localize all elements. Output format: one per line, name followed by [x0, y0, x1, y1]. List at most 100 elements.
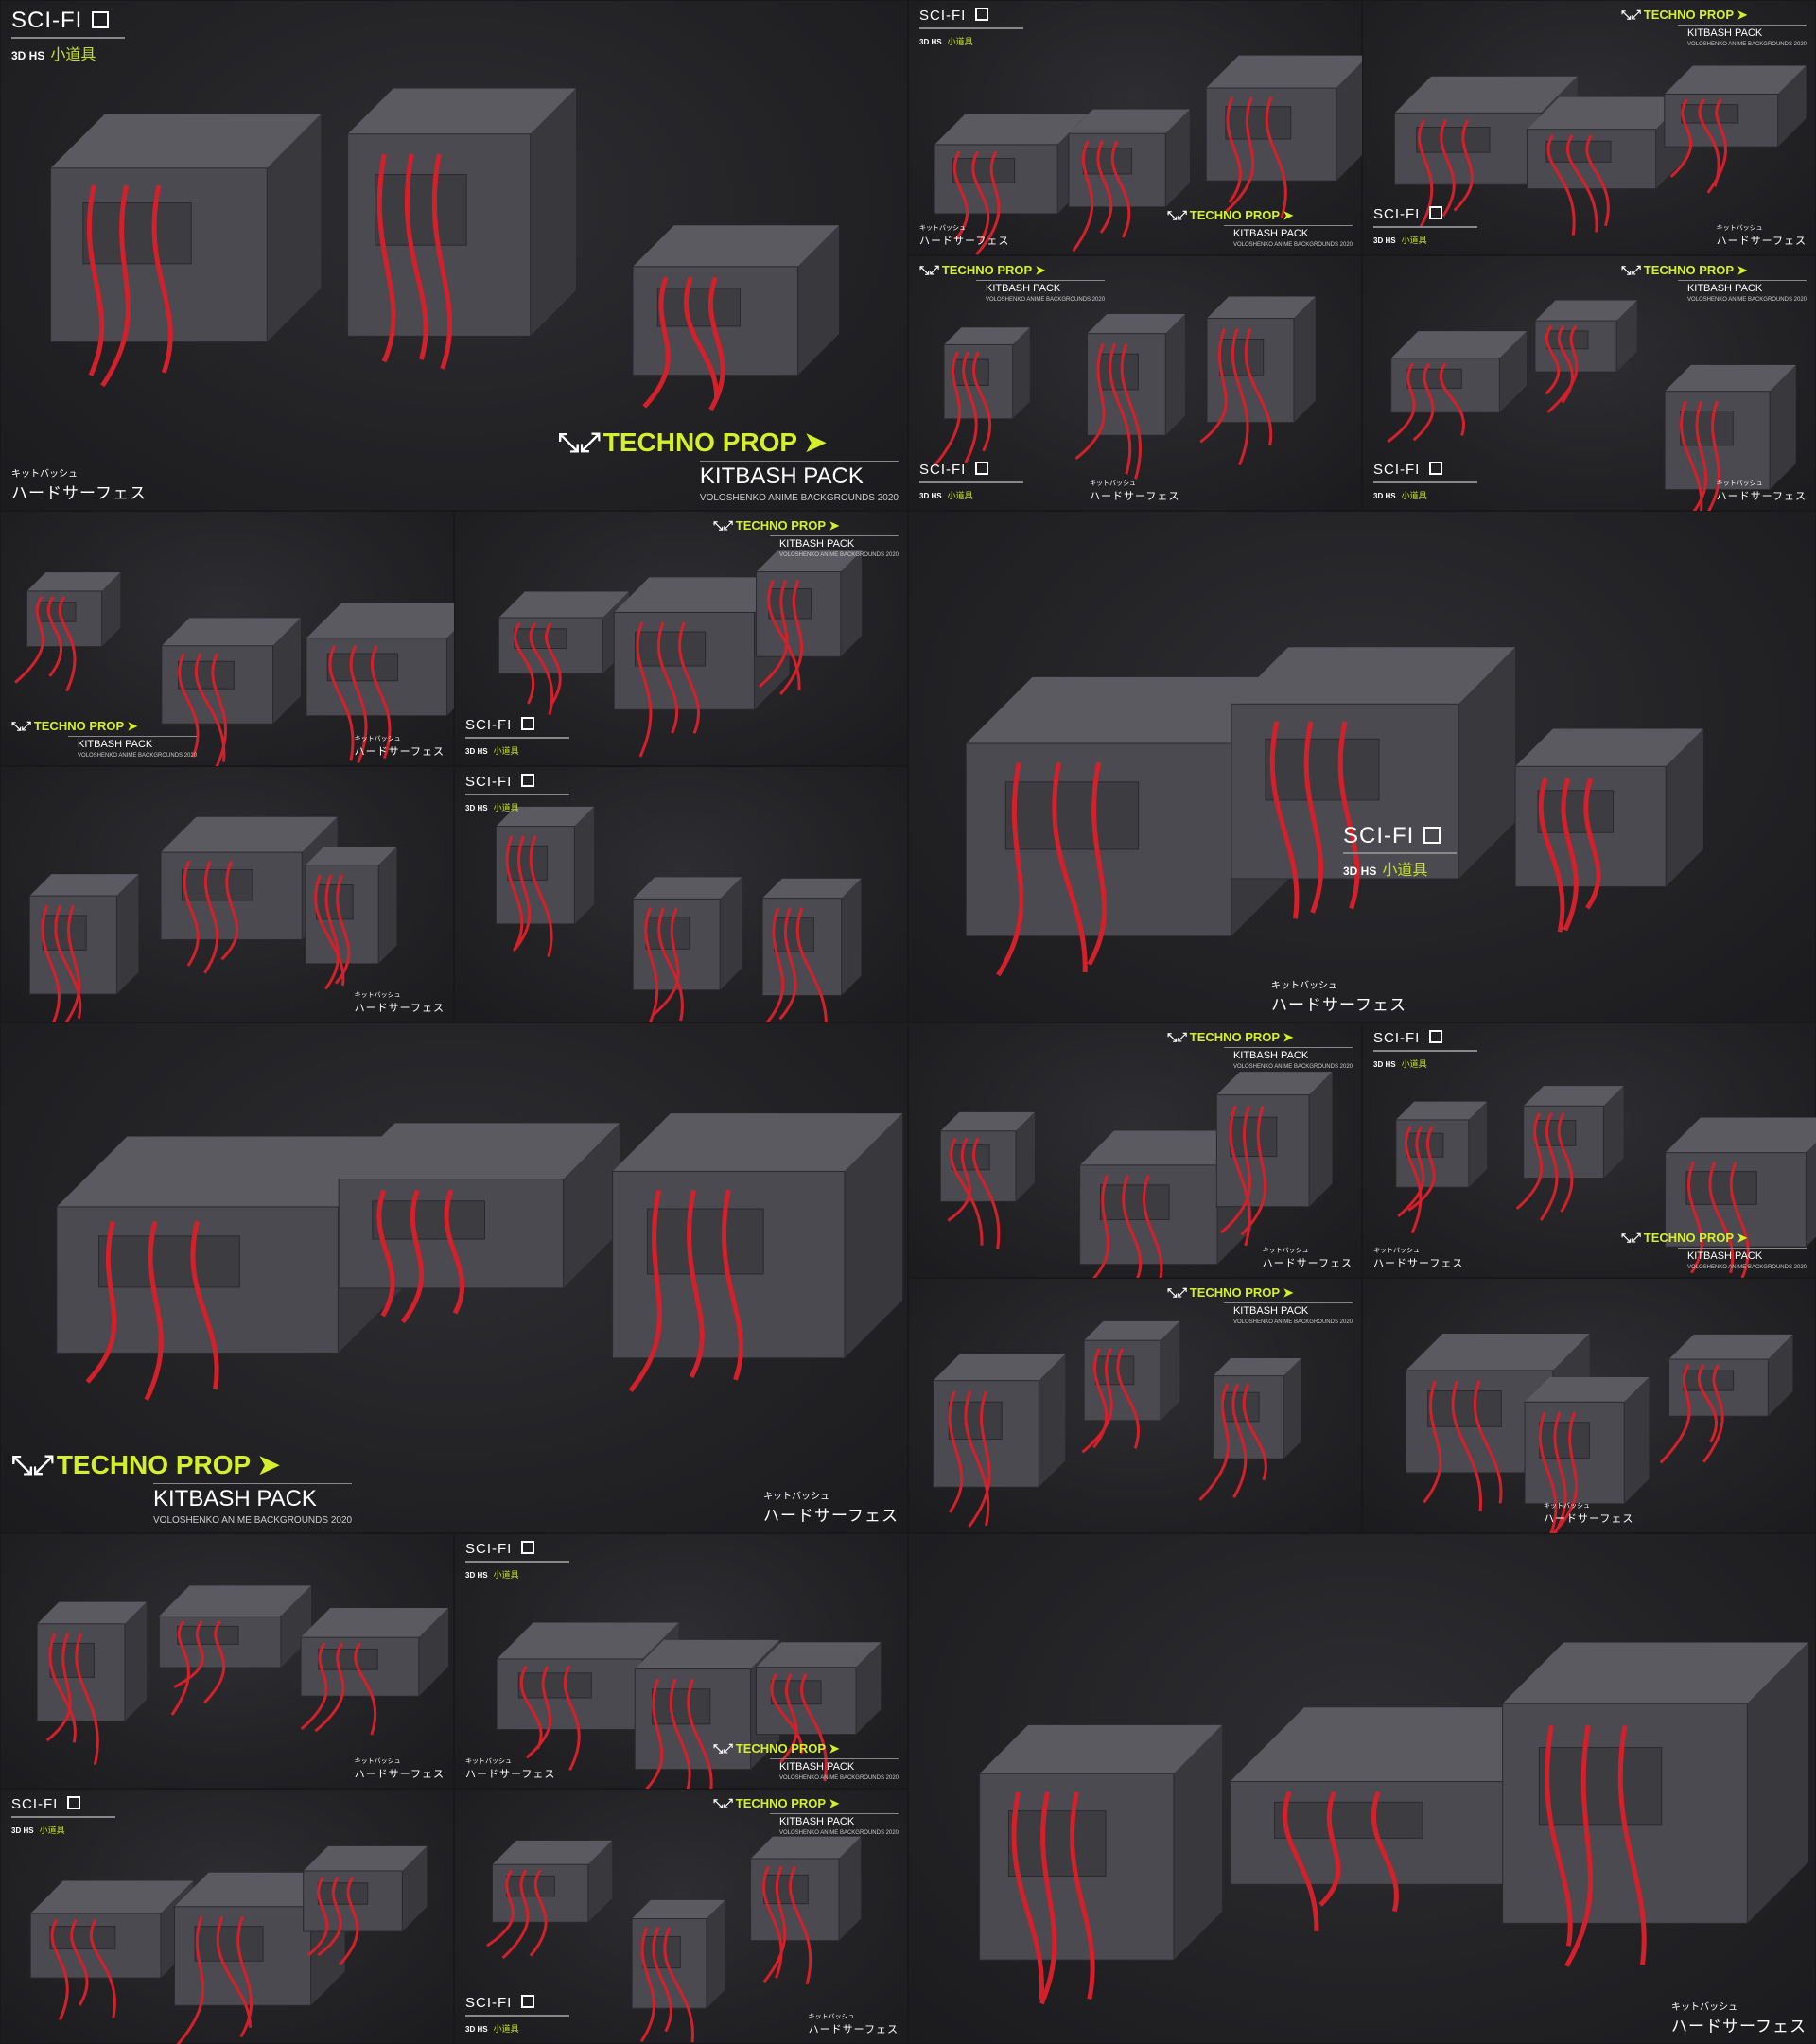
red-cable	[1538, 777, 1565, 933]
author-name: VOLOSHENKO	[1232, 1319, 1275, 1325]
red-cable	[1439, 362, 1465, 437]
caption-small: キットバッシュ	[1716, 225, 1763, 233]
sci-fi-title-row: SCI-FI	[465, 774, 569, 791]
red-cable	[431, 153, 453, 370]
red-cable	[1687, 1161, 1703, 1274]
author-subtitle: ANIME BACKGROUNDS	[820, 552, 886, 559]
author-subtitle: ANIME BACKGROUNDS	[820, 1829, 886, 1836]
prop-model	[1502, 1642, 1809, 1967]
caption-large: ハードサーフェス	[11, 484, 147, 503]
year: 2020	[1339, 242, 1353, 249]
prop-models	[1394, 65, 1807, 236]
prop-model	[36, 1601, 148, 1765]
prop-model	[756, 550, 863, 696]
red-cable	[683, 276, 719, 400]
red-cable	[628, 1189, 662, 1392]
expand-arrows-icon: ⤡⤢	[712, 1740, 733, 1756]
caption-large: ハードサーフェス	[763, 1506, 899, 1525]
author-name: VOLOSHENKO	[699, 493, 769, 504]
caption-large: ハードサーフェス	[1271, 995, 1406, 1014]
techno-title-row: ⤡⤢TECHNO PROP ➤	[1621, 1231, 1807, 1246]
prop-model	[1199, 296, 1316, 466]
prop-model	[29, 1880, 194, 2021]
red-cable	[300, 1642, 328, 1730]
kitbash-pack-label: KITBASH PACK	[986, 283, 1061, 295]
caption-small: キットバッシュ	[1716, 480, 1763, 488]
expand-arrows-icon: ⤡⤢	[1166, 1284, 1187, 1300]
caption-large: ハードサーフェス	[465, 1768, 556, 1780]
red-cable	[642, 276, 671, 409]
prop-model	[495, 807, 595, 958]
author-name: VOLOSHENKO	[778, 1829, 821, 1836]
square-logo-icon	[92, 11, 110, 28]
author-row: VOLOSHENKO ANIME BACKGROUNDS 2020	[1233, 1319, 1353, 1325]
techno-title: TECHNO PROP ➤	[735, 1740, 840, 1756]
red-cable	[563, 1665, 581, 1771]
japanese-caption: キットバッシュハードサーフェス	[465, 1756, 555, 1781]
red-cable	[339, 1876, 359, 1965]
caption-large: ハードサーフェス	[1716, 236, 1807, 248]
prop-model	[1231, 647, 1516, 919]
techno-title-row: ⤡⤢TECHNO PROP ➤	[713, 518, 899, 533]
sci-fi-subtitle: 3D HS	[11, 1826, 34, 1835]
red-cable	[1729, 1161, 1750, 1278]
square-logo-icon	[1429, 1029, 1443, 1043]
red-cable	[505, 835, 524, 952]
prop-model	[14, 572, 121, 692]
caption-large: ハードサーフェス	[808, 2024, 899, 2035]
red-cable	[70, 1918, 89, 2006]
techno-title-row: ⤡⤢TECHNO PROP ➤	[1167, 208, 1353, 223]
divider	[1373, 1049, 1477, 1052]
red-cable	[1669, 98, 1692, 179]
caption-small: キットバッシュ	[1271, 980, 1337, 991]
red-cable	[687, 1189, 705, 1378]
sci-fi-title: SCI-FI	[465, 717, 513, 734]
sci-fi-subtitle: 3D HS	[465, 2025, 488, 2034]
red-cable	[183, 861, 200, 968]
red-cable	[50, 1918, 69, 2021]
techno-title-row: ⤡⤢TECHNO PROP ➤	[11, 1449, 352, 1481]
red-cable	[525, 1665, 552, 1759]
japanese-caption: キットバッシュハードサーフェス	[1373, 1246, 1463, 1270]
prop-models	[933, 296, 1316, 480]
author-row: VOLOSHENKO ANIME BACKGROUNDS 2020	[1687, 1265, 1807, 1270]
red-cable	[349, 645, 368, 764]
techno-title-row: ⤡⤢TECHNO PROP ➤	[713, 1741, 899, 1756]
sci-fi-subtitle: 3D HS	[465, 747, 488, 757]
divider	[919, 481, 1023, 484]
red-cable	[307, 1876, 329, 1957]
author-row: VOLOSHENKO ANIME BACKGROUNDS 2020	[78, 753, 197, 759]
prop-models	[965, 647, 1703, 977]
year: 2020	[877, 493, 899, 504]
japanese-caption: キットバッシュハードサーフェス	[763, 1488, 899, 1526]
sci-fi-subtitle: 3D HS	[1373, 236, 1396, 246]
kitbash-pack-label: KITBASH PACK	[1686, 283, 1763, 295]
divider	[769, 1812, 899, 1814]
sci-fi-subtitle: 3D HS	[1373, 1059, 1396, 1069]
author-row: VOLOSHENKO ANIME BACKGROUNDS 2020	[779, 1830, 899, 1836]
sci-fi-title-row: SCI-FI	[11, 8, 125, 34]
prop-model	[305, 847, 397, 990]
red-cable	[1659, 1363, 1691, 1464]
techno-title: TECHNO PROP ➤	[941, 263, 1046, 278]
year: 2020	[885, 1774, 899, 1781]
red-cable	[972, 351, 992, 452]
sci-fi-title-row: SCI-FI	[465, 1540, 569, 1558]
japanese-caption: キットバッシュハードサーフェス	[1671, 1999, 1807, 2036]
prop-model	[933, 327, 1030, 467]
prop-model	[28, 874, 139, 1022]
